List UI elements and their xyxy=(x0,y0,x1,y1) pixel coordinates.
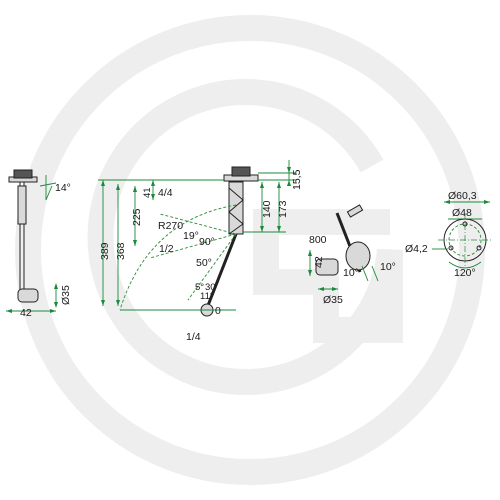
side-float xyxy=(17,288,39,303)
label-19: 19° xyxy=(183,230,199,242)
flange-hole xyxy=(462,221,468,227)
label-1-2: 1/2 xyxy=(159,243,174,255)
side-head xyxy=(13,169,33,179)
label-dia-60-3: Ø60,3 xyxy=(448,190,477,202)
label-90: 90° xyxy=(199,236,215,248)
side-view: 14° Ø35 42 xyxy=(6,169,72,319)
flange-view: Ø60,3 Ø48 Ø4,2 120° xyxy=(405,190,492,279)
label-120: 120° xyxy=(454,267,476,279)
label-dia-35: Ø35 xyxy=(323,294,343,306)
label-10a: 10° xyxy=(343,267,359,279)
label-4-4: 4/4 xyxy=(158,187,173,199)
label-15-5: 15,5 xyxy=(291,169,303,190)
side-dia-label: Ø35 xyxy=(60,285,72,305)
flange-pitch xyxy=(448,223,482,257)
label-dia-48: Ø48 xyxy=(452,207,472,219)
side-sensor-body xyxy=(17,185,27,225)
arc-r270 xyxy=(119,204,237,311)
label-173: 173 xyxy=(277,200,289,218)
main-view: 389 368 225 41 15,5 140 173 4/4 R270 1/2 xyxy=(98,160,303,343)
label-11: 11° xyxy=(200,291,214,302)
label-1-4: 1/4 xyxy=(186,331,201,343)
label-42: 42 xyxy=(313,256,325,268)
label-389: 389 xyxy=(99,242,111,260)
label-10b: 10° xyxy=(380,261,396,273)
label-225: 225 xyxy=(131,208,143,226)
label-800: 800 xyxy=(309,234,327,246)
label-140: 140 xyxy=(261,200,273,218)
side-angle-label: 14° xyxy=(55,182,71,194)
label-5: 5° xyxy=(195,282,204,293)
label-41: 41 xyxy=(142,187,153,198)
label-368: 368 xyxy=(115,242,127,260)
label-zero: 0 xyxy=(215,305,221,317)
float-wheel xyxy=(345,241,371,271)
side-width-label: 42 xyxy=(20,307,32,319)
label-50: 50° xyxy=(196,257,212,269)
main-arm xyxy=(205,233,238,309)
label-30: 30 xyxy=(205,282,216,293)
float-body xyxy=(315,258,339,276)
label-dia-4-2: Ø4,2 xyxy=(405,243,428,255)
label-r270: R270 xyxy=(158,220,183,232)
main-head xyxy=(231,166,251,177)
watermark-logo xyxy=(15,15,485,485)
float-view: 800 42 10° 10° Ø35 xyxy=(308,204,396,306)
